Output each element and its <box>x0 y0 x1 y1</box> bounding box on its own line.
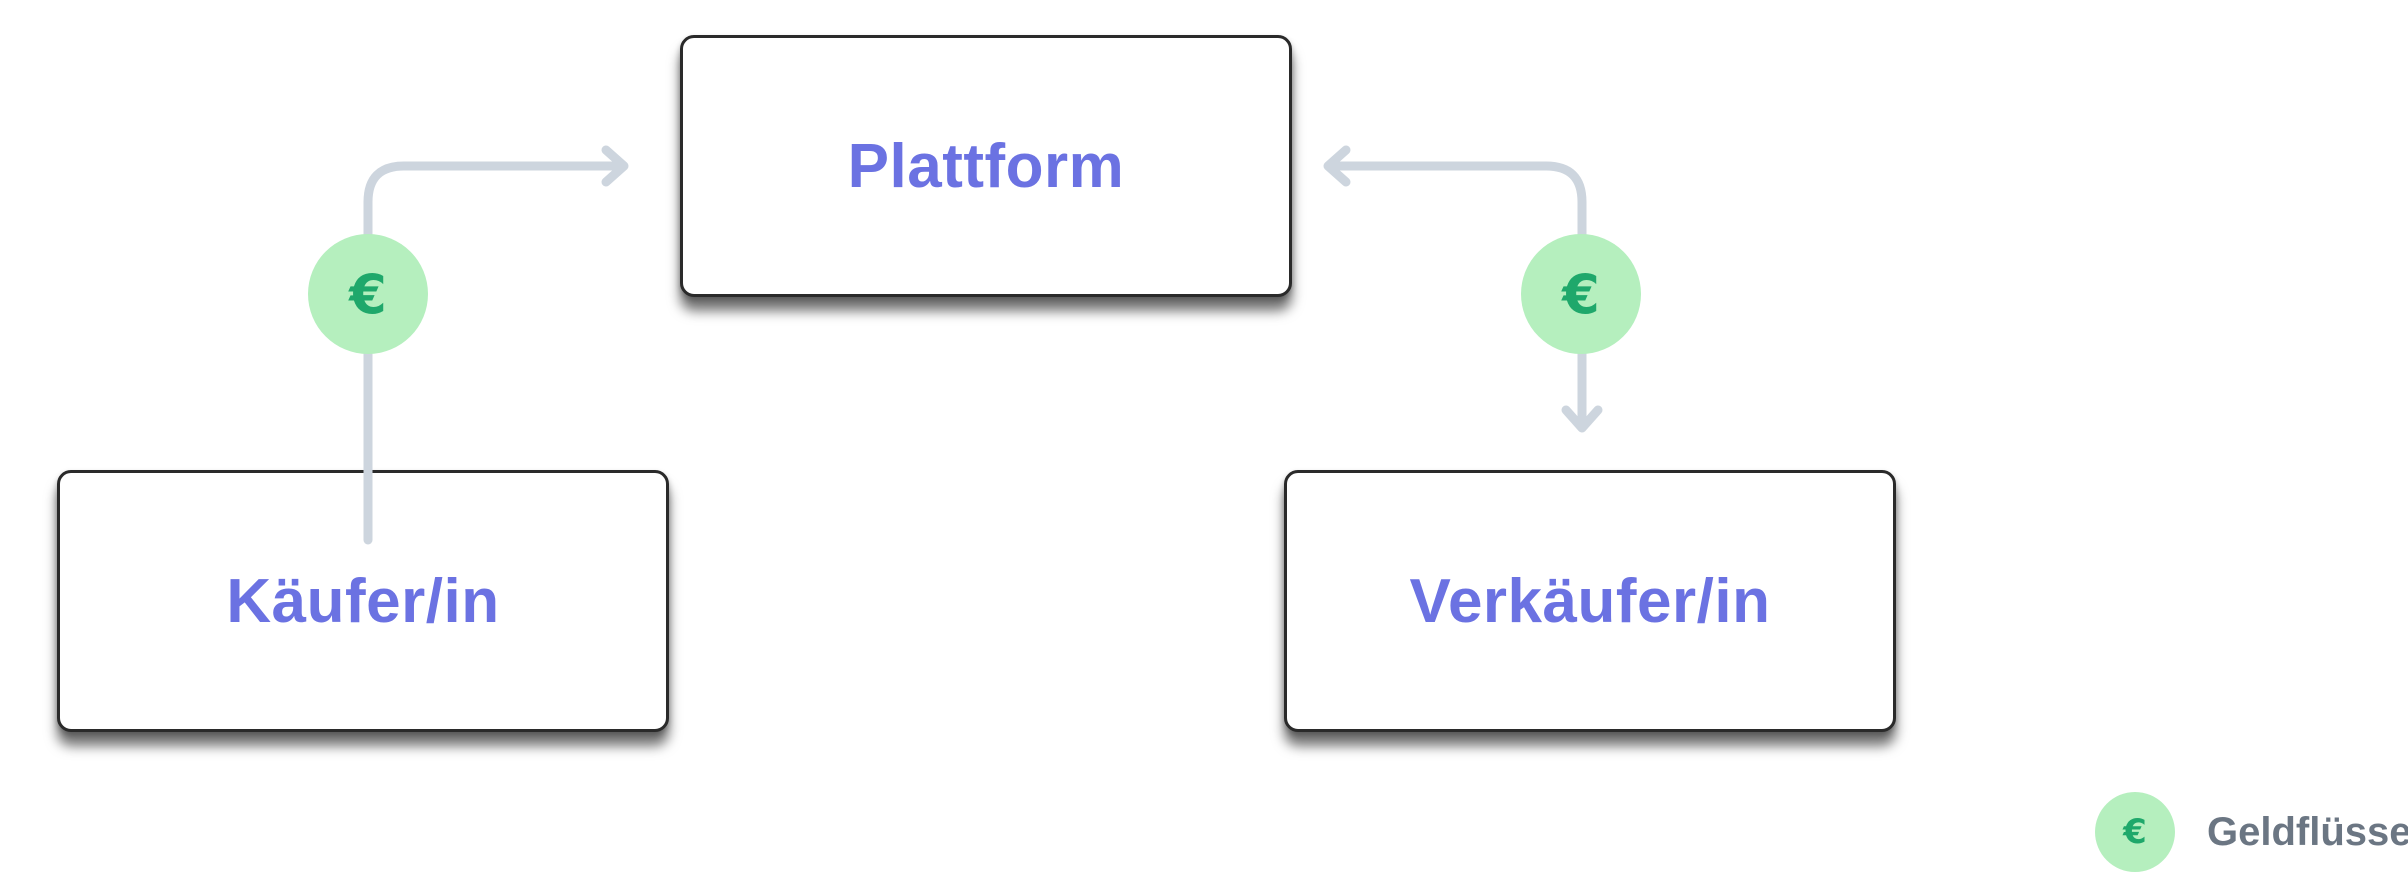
euro-icon: € <box>2123 812 2147 852</box>
money-flow-badge-buyer: € <box>308 234 428 354</box>
buyer-node: Käufer/in <box>57 470 669 732</box>
seller-node: Verkäufer/in <box>1284 470 1896 732</box>
legend-money-badge: € <box>2095 792 2175 872</box>
legend-label: Geldflüsse <box>2207 809 2408 854</box>
platform-node: Plattform <box>680 35 1292 297</box>
buyer-to-platform-connector <box>363 161 627 545</box>
platform-label: Plattform <box>847 131 1125 201</box>
arrowhead-to-seller-icon <box>1561 405 1603 433</box>
legend: € Geldflüsse <box>2095 792 2408 872</box>
money-flow-badge-seller: € <box>1521 234 1641 354</box>
buyer-label: Käufer/in <box>226 566 500 636</box>
platform-to-seller-connector <box>1325 161 1587 429</box>
seller-label: Verkäufer/in <box>1409 566 1771 636</box>
arrowhead-to-platform-icon <box>601 145 629 187</box>
arrowhead-from-seller-side-icon <box>1323 145 1351 187</box>
euro-icon: € <box>1562 262 1600 326</box>
euro-icon: € <box>349 262 387 326</box>
